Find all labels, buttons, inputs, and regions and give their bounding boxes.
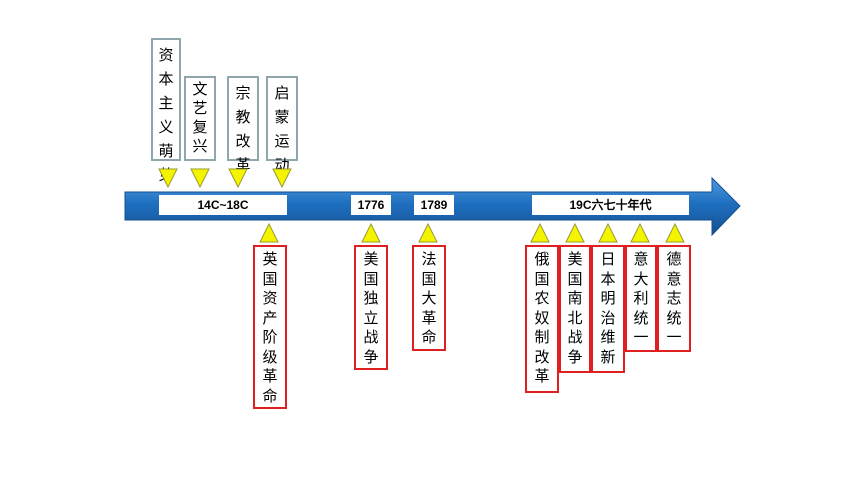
- char: 本: [158, 70, 174, 88]
- char: 维: [600, 328, 616, 346]
- marker-triangle-up: [665, 222, 685, 243]
- label-14c-18c: 14C~18C: [159, 195, 287, 215]
- char: 革: [534, 367, 550, 385]
- char: 大: [421, 289, 437, 307]
- char: 制: [534, 328, 550, 346]
- char: 运: [274, 132, 290, 150]
- char: 俄: [534, 250, 550, 268]
- char: 萌: [158, 142, 174, 160]
- char: 争: [567, 347, 583, 366]
- char: 国: [421, 269, 437, 288]
- char: 统: [633, 308, 649, 327]
- char: 文: [192, 80, 208, 98]
- char: 美: [567, 250, 583, 268]
- char: 革: [421, 308, 437, 327]
- char: 蒙: [274, 108, 290, 126]
- char: 志: [666, 289, 682, 307]
- char: 产: [262, 308, 278, 327]
- box-renaissance: 文 艺 复 兴: [184, 76, 216, 161]
- box-russian-serf-reform: 俄 国 农 奴 制 改 革: [525, 245, 559, 393]
- char: 南: [567, 289, 583, 307]
- char: 资: [158, 46, 174, 64]
- char: 独: [363, 289, 379, 307]
- char: 复: [192, 118, 208, 136]
- char: 教: [235, 108, 251, 126]
- char: 统: [666, 308, 682, 327]
- box-english-revolution: 英 国 资 产 阶 级 革 命: [253, 245, 287, 409]
- box-french-revolution: 法 国 大 革 命: [412, 245, 446, 351]
- label-1789: 1789: [414, 195, 454, 215]
- marker-triangle-up: [630, 222, 650, 243]
- char: 资: [262, 289, 278, 307]
- char: 意: [633, 250, 649, 268]
- label-1776: 1776: [351, 195, 391, 215]
- box-german-unification: 德 意 志 统 一: [657, 245, 691, 352]
- char: 命: [421, 328, 437, 346]
- char: 革: [262, 367, 278, 385]
- char: 启: [274, 84, 290, 102]
- char: 一: [633, 328, 649, 346]
- box-italian-unification: 意 大 利 统 一: [625, 245, 657, 352]
- char: 宗: [235, 84, 251, 102]
- char: 级: [262, 347, 278, 366]
- char: 国: [363, 269, 379, 288]
- char: 农: [534, 289, 550, 307]
- char: 意: [666, 269, 682, 288]
- marker-triangle-up: [361, 222, 381, 243]
- char: 治: [600, 308, 616, 327]
- marker-triangle-up: [598, 222, 618, 243]
- marker-triangle-down: [228, 168, 248, 189]
- char: 国: [262, 269, 278, 288]
- char: 美: [363, 250, 379, 268]
- char: 一: [666, 328, 682, 346]
- marker-triangle-down: [272, 168, 292, 189]
- box-american-civil-war: 美 国 南 北 战 争: [559, 245, 591, 373]
- box-capitalism-sprouts: 资 本 主 义 萌 芽: [151, 38, 181, 184]
- marker-triangle-up: [530, 222, 550, 243]
- marker-triangle-up: [418, 222, 438, 243]
- char: 大: [633, 269, 649, 288]
- char: 立: [363, 308, 379, 327]
- char: 阶: [262, 328, 278, 346]
- char: 战: [363, 328, 379, 346]
- box-meiji-restoration: 日 本 明 治 维 新: [591, 245, 625, 373]
- char: 义: [158, 118, 174, 136]
- char: 法: [421, 250, 437, 268]
- char: 命: [262, 386, 278, 405]
- char: 新: [600, 347, 616, 366]
- char: 利: [633, 289, 649, 307]
- char: 英: [262, 250, 278, 268]
- char: 战: [567, 328, 583, 346]
- char: 北: [567, 308, 583, 327]
- marker-triangle-up: [259, 222, 279, 243]
- char: 国: [534, 269, 550, 288]
- char: 本: [600, 269, 616, 288]
- box-american-independence: 美 国 独 立 战 争: [354, 245, 388, 370]
- char: 德: [666, 250, 682, 268]
- marker-triangle-down: [158, 168, 178, 189]
- char: 奴: [534, 308, 550, 327]
- label-19c-60s-70s: 19C六七十年代: [532, 195, 689, 215]
- char: 主: [158, 94, 174, 112]
- box-enlightenment: 启 蒙 运 动: [266, 76, 298, 174]
- char: 改: [534, 347, 550, 366]
- char: 兴: [192, 137, 208, 155]
- char: 明: [600, 289, 616, 307]
- marker-triangle-up: [565, 222, 585, 243]
- char: 日: [600, 250, 616, 268]
- char: 争: [363, 347, 379, 366]
- char: 国: [567, 269, 583, 288]
- char: 艺: [192, 99, 208, 117]
- char: 改: [235, 132, 251, 150]
- box-reformation: 宗 教 改 革: [227, 76, 259, 174]
- marker-triangle-down: [190, 168, 210, 189]
